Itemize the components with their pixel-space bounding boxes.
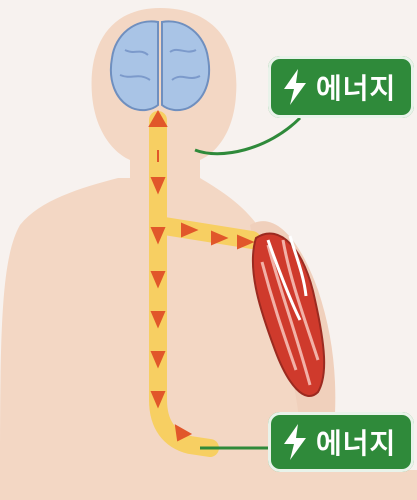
lightning-bolt-icon xyxy=(282,69,308,105)
energy-badge-top: 에너지 xyxy=(268,56,414,118)
energy-badge-bottom: 에너지 xyxy=(268,412,414,472)
lightning-bolt-icon xyxy=(282,424,308,460)
energy-label-bottom: 에너지 xyxy=(316,422,396,462)
energy-label-top: 에너지 xyxy=(316,67,396,107)
